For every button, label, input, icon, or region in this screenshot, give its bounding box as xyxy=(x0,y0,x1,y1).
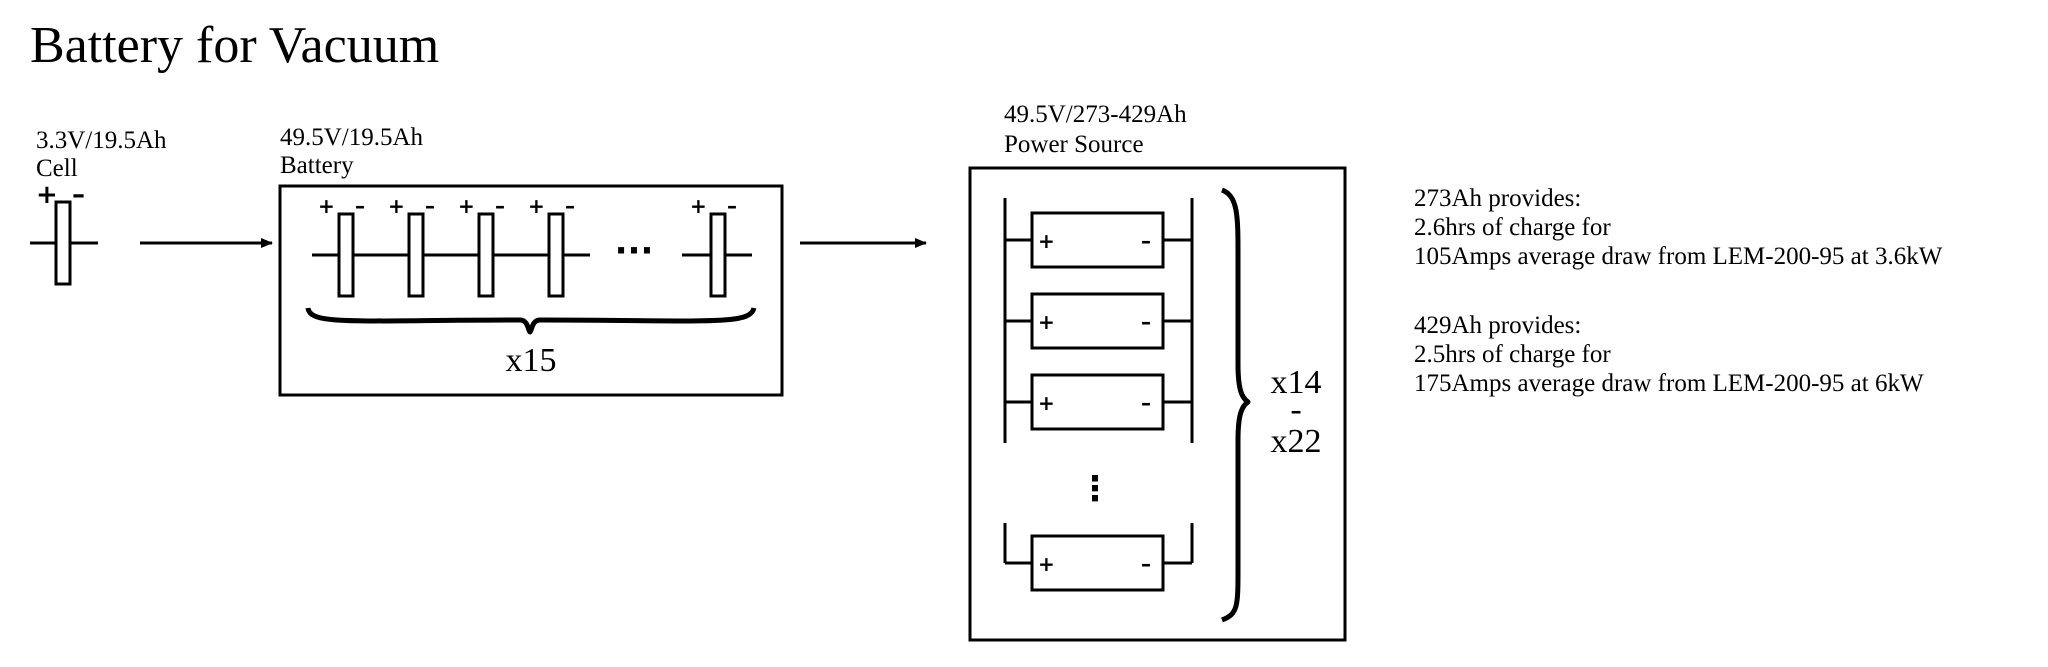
note-line: 105Amps average draw from LEM-200-95 at … xyxy=(1414,243,1943,270)
notes-group: 273Ah provides: 2.6hrs of charge for 105… xyxy=(1414,185,1943,397)
battery-plus-sign: + xyxy=(1038,552,1055,576)
note-273ah: 273Ah provides: 2.6hrs of charge for 105… xyxy=(1414,185,1943,270)
power-source-multiplier-max: x22 xyxy=(1271,423,1322,460)
power-source-name: Power Source xyxy=(1004,131,1144,158)
battery-cell-4 xyxy=(547,212,565,298)
battery-spec: 49.5V/19.5Ah xyxy=(280,124,424,151)
battery-cell-3 xyxy=(477,212,495,298)
battery-ellipsis: ··· xyxy=(615,231,654,271)
battery-plus-sign: + xyxy=(690,194,707,218)
battery-minus-sign: – xyxy=(1141,391,1151,415)
cell-group: 3.3V/19.5Ah Cell + – xyxy=(30,127,167,286)
battery-cell-2 xyxy=(407,212,425,298)
note-line: 273Ah provides: xyxy=(1414,185,1581,212)
cell-spec: 3.3V/19.5Ah xyxy=(36,127,167,154)
battery-plus-sign: + xyxy=(318,194,335,218)
battery-plus-sign: + xyxy=(528,194,545,218)
power-source-ellipsis: ⋮ xyxy=(1078,469,1112,509)
battery-minus-sign: – xyxy=(565,194,575,218)
battery-block xyxy=(1030,534,1165,592)
cell-name: Cell xyxy=(36,155,78,182)
battery-minus-sign: – xyxy=(727,194,737,218)
battery-plus-sign: + xyxy=(388,194,405,218)
battery-minus-sign: – xyxy=(425,194,435,218)
note-line: 2.5hrs of charge for xyxy=(1414,341,1611,368)
battery-cell-15 xyxy=(709,212,727,298)
power-source-spec: 49.5V/273-429Ah xyxy=(1004,101,1187,128)
power-source-multiplier-min: x14 xyxy=(1271,364,1322,401)
battery-plus-sign: + xyxy=(1038,310,1055,334)
battery-minus-sign: – xyxy=(1141,229,1151,253)
power-source-battery-1: + – xyxy=(1005,211,1192,269)
power-source-group: 49.5V/273-429Ah Power Source + – + – + – xyxy=(968,101,1347,642)
power-source-brace xyxy=(1220,187,1251,623)
note-line: 429Ah provides: xyxy=(1414,312,1581,339)
power-source-battery-last: + – xyxy=(1005,534,1192,592)
power-source-battery-2: + – xyxy=(1005,292,1192,350)
battery-plus-sign: + xyxy=(1038,229,1055,253)
battery-multiplier: x15 xyxy=(506,342,557,379)
battery-name: Battery xyxy=(280,152,354,179)
battery-group: 49.5V/19.5Ah Battery + – + – + – + – + –… xyxy=(278,124,784,397)
page-title: Battery for Vacuum xyxy=(30,17,439,74)
cell-plus-sign: + xyxy=(36,180,58,210)
cell-minus-sign: – xyxy=(72,180,85,210)
battery-box xyxy=(278,184,784,397)
battery-minus-sign: – xyxy=(495,194,505,218)
battery-plus-sign: + xyxy=(458,194,475,218)
battery-minus-sign: – xyxy=(1141,310,1151,334)
battery-cell-1 xyxy=(337,212,355,298)
battery-block xyxy=(1030,373,1165,431)
battery-plus-sign: + xyxy=(1038,391,1055,415)
battery-minus-sign: – xyxy=(1141,552,1151,576)
note-line: 2.6hrs of charge for xyxy=(1414,214,1611,241)
battery-block xyxy=(1030,292,1165,350)
power-source-battery-3: + – xyxy=(1005,373,1192,431)
battery-block xyxy=(1030,211,1165,269)
cell-symbol xyxy=(54,200,72,286)
power-source-multiplier-dash: - xyxy=(1290,391,1301,428)
power-source-box xyxy=(968,166,1347,642)
battery-minus-sign: – xyxy=(355,194,365,218)
note-line: 175Amps average draw from LEM-200-95 at … xyxy=(1414,370,1924,397)
note-429ah: 429Ah provides: 2.5hrs of charge for 175… xyxy=(1414,312,1924,397)
battery-brace xyxy=(305,307,757,335)
